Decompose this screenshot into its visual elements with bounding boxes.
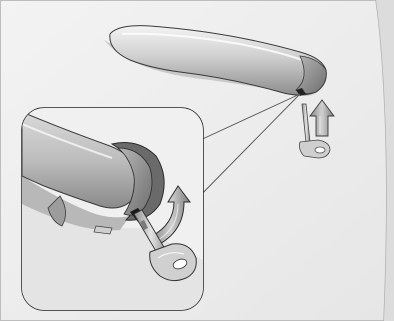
door-handle-key-illustration [0,0,394,321]
